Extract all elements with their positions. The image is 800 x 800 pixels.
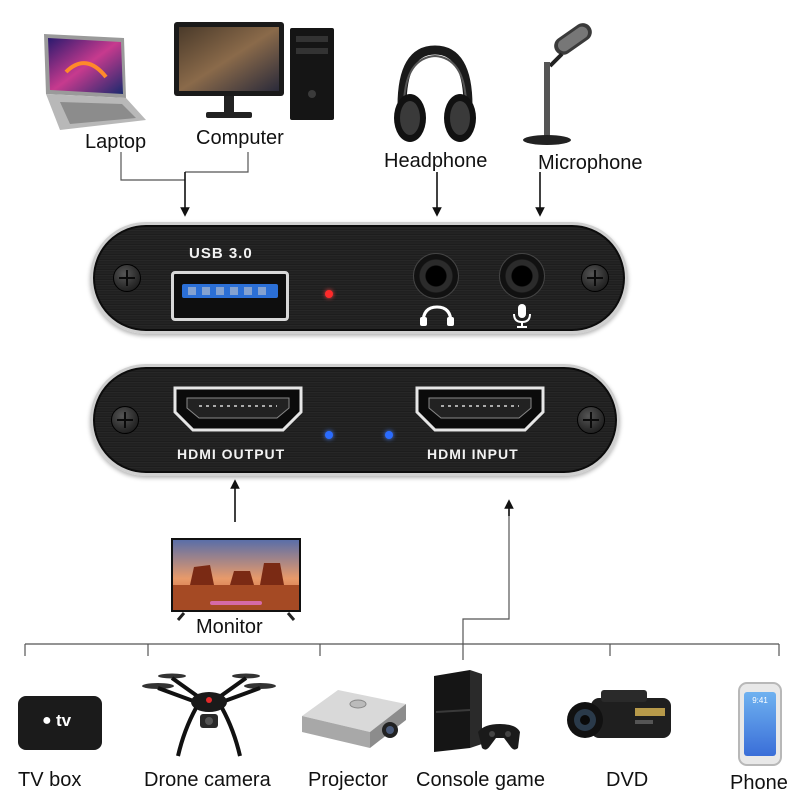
dvd-label: DVD (606, 769, 649, 791)
laptop-label: Laptop (85, 131, 147, 153)
computer-icon (174, 22, 334, 120)
status-led (385, 431, 393, 439)
phone-icon: 9:41 (738, 682, 782, 766)
phone-time: 9:41 (752, 696, 768, 705)
capture-card-bottom-panel: HDMI OUTPUT HDMI INPUT (90, 364, 620, 476)
projector-icon (302, 690, 406, 748)
laptop-link (120, 152, 185, 181)
computer-label: Computer (196, 127, 284, 149)
screw-icon (577, 406, 605, 434)
microphone-jack[interactable] (499, 253, 545, 299)
hdmi-input-label: HDMI INPUT (427, 446, 519, 462)
screw-icon (581, 264, 609, 292)
headphone-jack-icon (420, 305, 454, 326)
monitor-icon (171, 538, 301, 621)
power-led (325, 290, 333, 298)
usb-port[interactable] (171, 271, 289, 321)
tv-box-icon: ● tv (18, 696, 102, 750)
hdmi-output-port[interactable] (171, 384, 305, 434)
projector-label: Projector (308, 769, 389, 791)
phone-label: Phone (730, 772, 788, 794)
laptop-icon (44, 34, 146, 130)
console-icon (434, 670, 520, 752)
headphone-icon (394, 45, 476, 142)
computer-link (185, 152, 249, 173)
hdmi-output-label: HDMI OUTPUT (177, 446, 286, 462)
console-game-label: Console game (416, 769, 545, 791)
apple-logo-icon: ● (42, 712, 52, 729)
input-link (462, 510, 510, 660)
capture-card-top-panel: USB 3.0 (90, 222, 628, 334)
microphone-jack-icon (513, 304, 531, 328)
tv-box-label: TV box (18, 769, 82, 791)
drone-camera-label: Drone camera (144, 769, 271, 791)
headphone-jack[interactable] (413, 253, 459, 299)
headphone-label: Headphone (384, 150, 488, 172)
usb-label: USB 3.0 (189, 245, 253, 262)
hdmi-input-port[interactable] (413, 384, 547, 434)
screw-icon (113, 264, 141, 292)
monitor-label: Monitor (196, 616, 263, 638)
microphone-icon (523, 23, 592, 145)
status-led (325, 431, 333, 439)
dvd-camcorder-icon (567, 690, 671, 738)
drone-icon (142, 673, 276, 757)
tv-logo: tv (56, 711, 72, 730)
microphone-label: Microphone (538, 152, 643, 174)
screw-icon (111, 406, 139, 434)
